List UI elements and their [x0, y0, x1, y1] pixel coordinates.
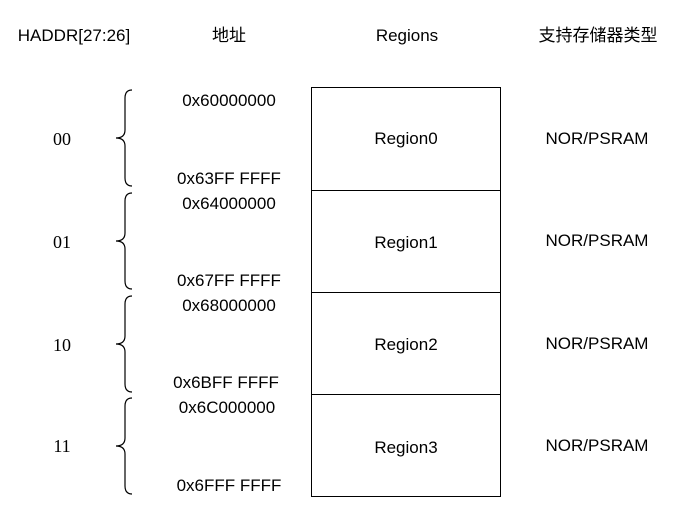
- region-box: Region2: [311, 292, 501, 395]
- brace-icon: [115, 89, 133, 187]
- header-haddr: HADDR[27:26]: [17, 26, 131, 45]
- header-address: 地址: [212, 26, 246, 45]
- memory-type: NOR/PSRAM: [545, 129, 649, 148]
- haddr-bits: 10: [53, 335, 71, 355]
- address-end: 0x6FFF FFFF: [176, 476, 282, 495]
- region-label: Region1: [374, 233, 438, 252]
- address-end: 0x67FF FFFF: [177, 271, 281, 290]
- brace-icon: [115, 295, 133, 393]
- region-label: Region2: [374, 335, 438, 354]
- address-end: 0x6BFF FFFF: [173, 373, 279, 392]
- address-start: 0x68000000: [182, 296, 276, 315]
- memory-type: NOR/PSRAM: [545, 436, 649, 455]
- region-box: Region0: [311, 87, 501, 191]
- region-box: Region3: [311, 394, 501, 497]
- region-box: Region1: [311, 190, 501, 293]
- address-end: 0x63FF FFFF: [177, 169, 281, 188]
- region-label: Region0: [374, 129, 438, 148]
- brace-icon: [115, 397, 133, 495]
- haddr-bits: 11: [53, 436, 71, 456]
- memory-type: NOR/PSRAM: [545, 231, 649, 250]
- haddr-bits: 00: [53, 129, 71, 149]
- haddr-bits: 01: [53, 232, 71, 252]
- address-start: 0x6C000000: [178, 398, 276, 417]
- header-memory-type: 支持存储器类型: [538, 26, 658, 45]
- brace-icon: [115, 192, 133, 290]
- memory-type: NOR/PSRAM: [545, 334, 649, 353]
- region-label: Region3: [374, 438, 438, 457]
- address-start: 0x64000000: [182, 194, 276, 213]
- header-regions: Regions: [375, 26, 439, 45]
- address-start: 0x60000000: [182, 91, 276, 110]
